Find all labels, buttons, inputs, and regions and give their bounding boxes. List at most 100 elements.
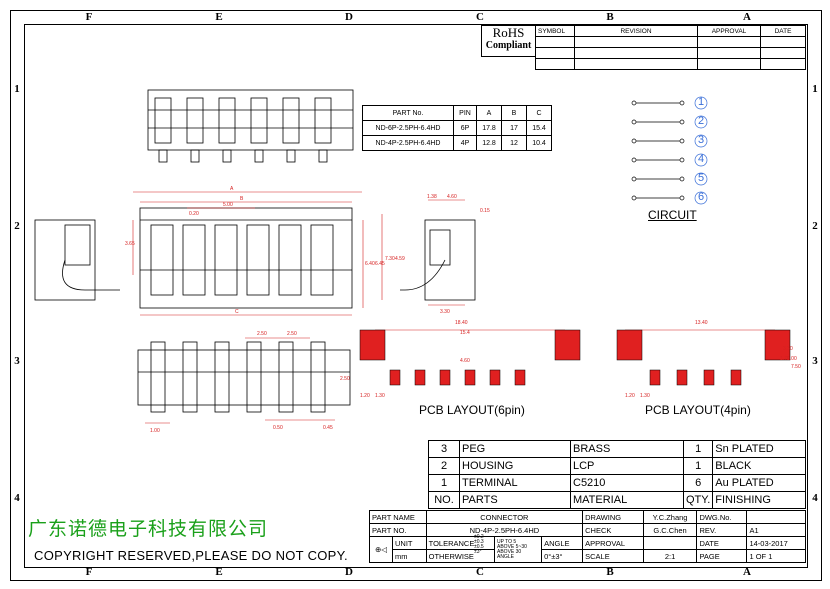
- dim-6-45: 6.45: [375, 261, 385, 267]
- tb-drawing-label: DRAWING: [582, 510, 644, 524]
- tb-part-no-label: PART NO.: [369, 523, 427, 537]
- parts-row2-finishing: BLACK: [712, 457, 806, 475]
- pcb4-dim-3-30: 3.30: [783, 346, 793, 352]
- pcb-layout-6pin-label: PCB LAYOUT(6pin): [419, 403, 525, 417]
- pcb6-dim-1-20: 1.20: [360, 393, 370, 399]
- projection-symbol-icon: ⊕◁: [369, 536, 393, 563]
- zone-right-3: 3: [812, 355, 818, 367]
- parts-row-2: 2 HOUSING LCP 1 BLACK: [428, 457, 806, 475]
- title-block: PART NAME CONNECTOR DRAWING Y.C.Zhang DW…: [369, 510, 806, 563]
- outer-border: [10, 10, 822, 581]
- parts-row1-part: TERMINAL: [459, 474, 571, 492]
- tb-date: 14-03-2017: [746, 536, 806, 550]
- zone-top-b: B: [606, 11, 614, 23]
- zone-bottom-e: E: [215, 566, 223, 578]
- dim-c: C: [235, 309, 239, 315]
- dim-3-30: 3.30: [440, 309, 450, 315]
- pn-row1-b: 17: [501, 120, 527, 136]
- pn-header-b: B: [501, 105, 527, 121]
- tb-part-no: ND-4P-2.5PH-6.4HD: [425, 523, 584, 537]
- pcb6-dim-18-40: 18.40: [455, 320, 468, 326]
- tb-part-name-label: PART NAME: [369, 510, 427, 524]
- pcb4-dim-1-30: 1.30: [640, 393, 650, 399]
- left-side-view: [34, 219, 120, 301]
- circuit-num-6: 6: [698, 191, 705, 203]
- tb-check: G.C.Chen: [642, 523, 698, 537]
- zone-top-a: A: [743, 11, 751, 23]
- rev-header-approval: APPROVAL: [697, 25, 761, 37]
- tb-check-label: CHECK: [582, 523, 644, 537]
- parts-row3-finishing: Sn PLATED: [712, 440, 806, 458]
- rohs-subtitle: Compliant: [485, 40, 532, 51]
- top-view: [147, 89, 354, 163]
- dim-1-00: 1.00: [150, 428, 160, 434]
- zone-top-e: E: [215, 11, 223, 23]
- circuit-pin-3: [631, 134, 708, 148]
- pn-row2-c: 10.4: [526, 135, 552, 151]
- dimension-values: A B C 5.00 0.20 3.65 6.40 6.45 2.50 2.50…: [125, 186, 490, 434]
- parts-header-row: NO. PARTS MATERIAL QTY. FINISHING: [428, 491, 806, 509]
- dim-0-50: 0.50: [273, 425, 283, 431]
- tb-dwg-label: DWG.No.: [696, 510, 748, 524]
- dim-1-38: 1.38: [427, 194, 437, 200]
- parts-row-3: 3 PEG BRASS 1 Sn PLATED: [428, 440, 806, 458]
- tb-rev: A1: [746, 523, 806, 537]
- zone-left-1: 1: [14, 83, 20, 95]
- dimension-lines: [132, 191, 465, 424]
- parts-row2-qty: 1: [682, 457, 714, 475]
- parts-row3-qty: 1: [682, 440, 714, 458]
- zone-bottom-b: B: [606, 566, 614, 578]
- circuit-pin-6: [631, 191, 708, 205]
- dim-2-50-c: 2.50: [340, 376, 350, 382]
- tb-part-name: CONNECTOR: [425, 510, 584, 524]
- pcb4-pads: [649, 369, 742, 386]
- dim-0-45: 0.45: [323, 425, 333, 431]
- zone-top-f: F: [85, 11, 93, 23]
- dim-7-30: 7.30: [385, 256, 395, 262]
- pcb-layouts: 18.40 15.4 4.60 1.20 1.30 13.40 3.30 1.7…: [359, 320, 801, 399]
- dim-2-50-b: 2.50: [287, 331, 297, 337]
- tb-drawing: Y.C.Zhang: [642, 510, 698, 524]
- parts-list-table: 3 PEG BRASS 1 Sn PLATED 2 HOUSING LCP 1 …: [428, 440, 806, 509]
- dim-6-40: 6.40: [365, 261, 375, 267]
- circuit-pin-1: [631, 96, 708, 110]
- tb-rev-label: REV.: [696, 523, 748, 537]
- dim-4-59: 4.59: [395, 256, 405, 262]
- pcb6-dim-1-30: 1.30: [375, 393, 385, 399]
- zone-top-c: C: [476, 11, 484, 23]
- parts-row2-part: HOUSING: [459, 457, 571, 475]
- pcb6-pads: [389, 369, 526, 386]
- pcb6-dim-4-60: 4.60: [460, 358, 470, 364]
- zone-bottom-f: F: [85, 566, 93, 578]
- pcb-layout-6pin: 18.40 15.4 4.60 1.20 1.30: [359, 320, 581, 399]
- tb-unit-label: UNIT: [392, 536, 427, 550]
- circuit-num-2: 2: [698, 115, 705, 127]
- parts-row2-material: LCP: [570, 457, 684, 475]
- pcb4-dim-1-20: 1.20: [625, 393, 635, 399]
- front-view-slots: [150, 224, 334, 296]
- parts-row1-qty: 6: [682, 474, 714, 492]
- zone-bottom-c: C: [476, 566, 484, 578]
- tb-page: 1 OF 1: [746, 549, 806, 563]
- rev-header-revision: REVISION: [574, 25, 698, 37]
- dim-2-50-a: 2.50: [257, 331, 267, 337]
- circuit-pins: [631, 96, 708, 205]
- parts-row3-material: BRASS: [570, 440, 684, 458]
- zone-left-4: 4: [14, 492, 20, 504]
- rev-header-symbol: SYMBOL: [535, 25, 575, 37]
- parts-row-1: 1 TERMINAL C5210 6 Au PLATED: [428, 474, 806, 492]
- pcb4-dim-2-00: 2.00: [787, 356, 797, 362]
- circuit-num-3: 3: [698, 134, 705, 146]
- parts-header-qty: QTY.: [682, 491, 714, 509]
- parts-header-material: MATERIAL: [570, 491, 684, 509]
- zone-left-3: 3: [14, 355, 20, 367]
- pcb4-dim-1-70: 1.70: [780, 356, 790, 362]
- parts-header-parts: PARTS: [459, 491, 571, 509]
- pcb-layout-4pin-label: PCB LAYOUT(4pin): [645, 403, 751, 417]
- dim-b: B: [240, 196, 244, 202]
- pcb4-dim-13-40: 13.40: [695, 320, 708, 326]
- zone-top-d: D: [345, 11, 353, 23]
- tb-unit: mm: [392, 549, 427, 563]
- dim-3-65: 3.65: [125, 241, 135, 247]
